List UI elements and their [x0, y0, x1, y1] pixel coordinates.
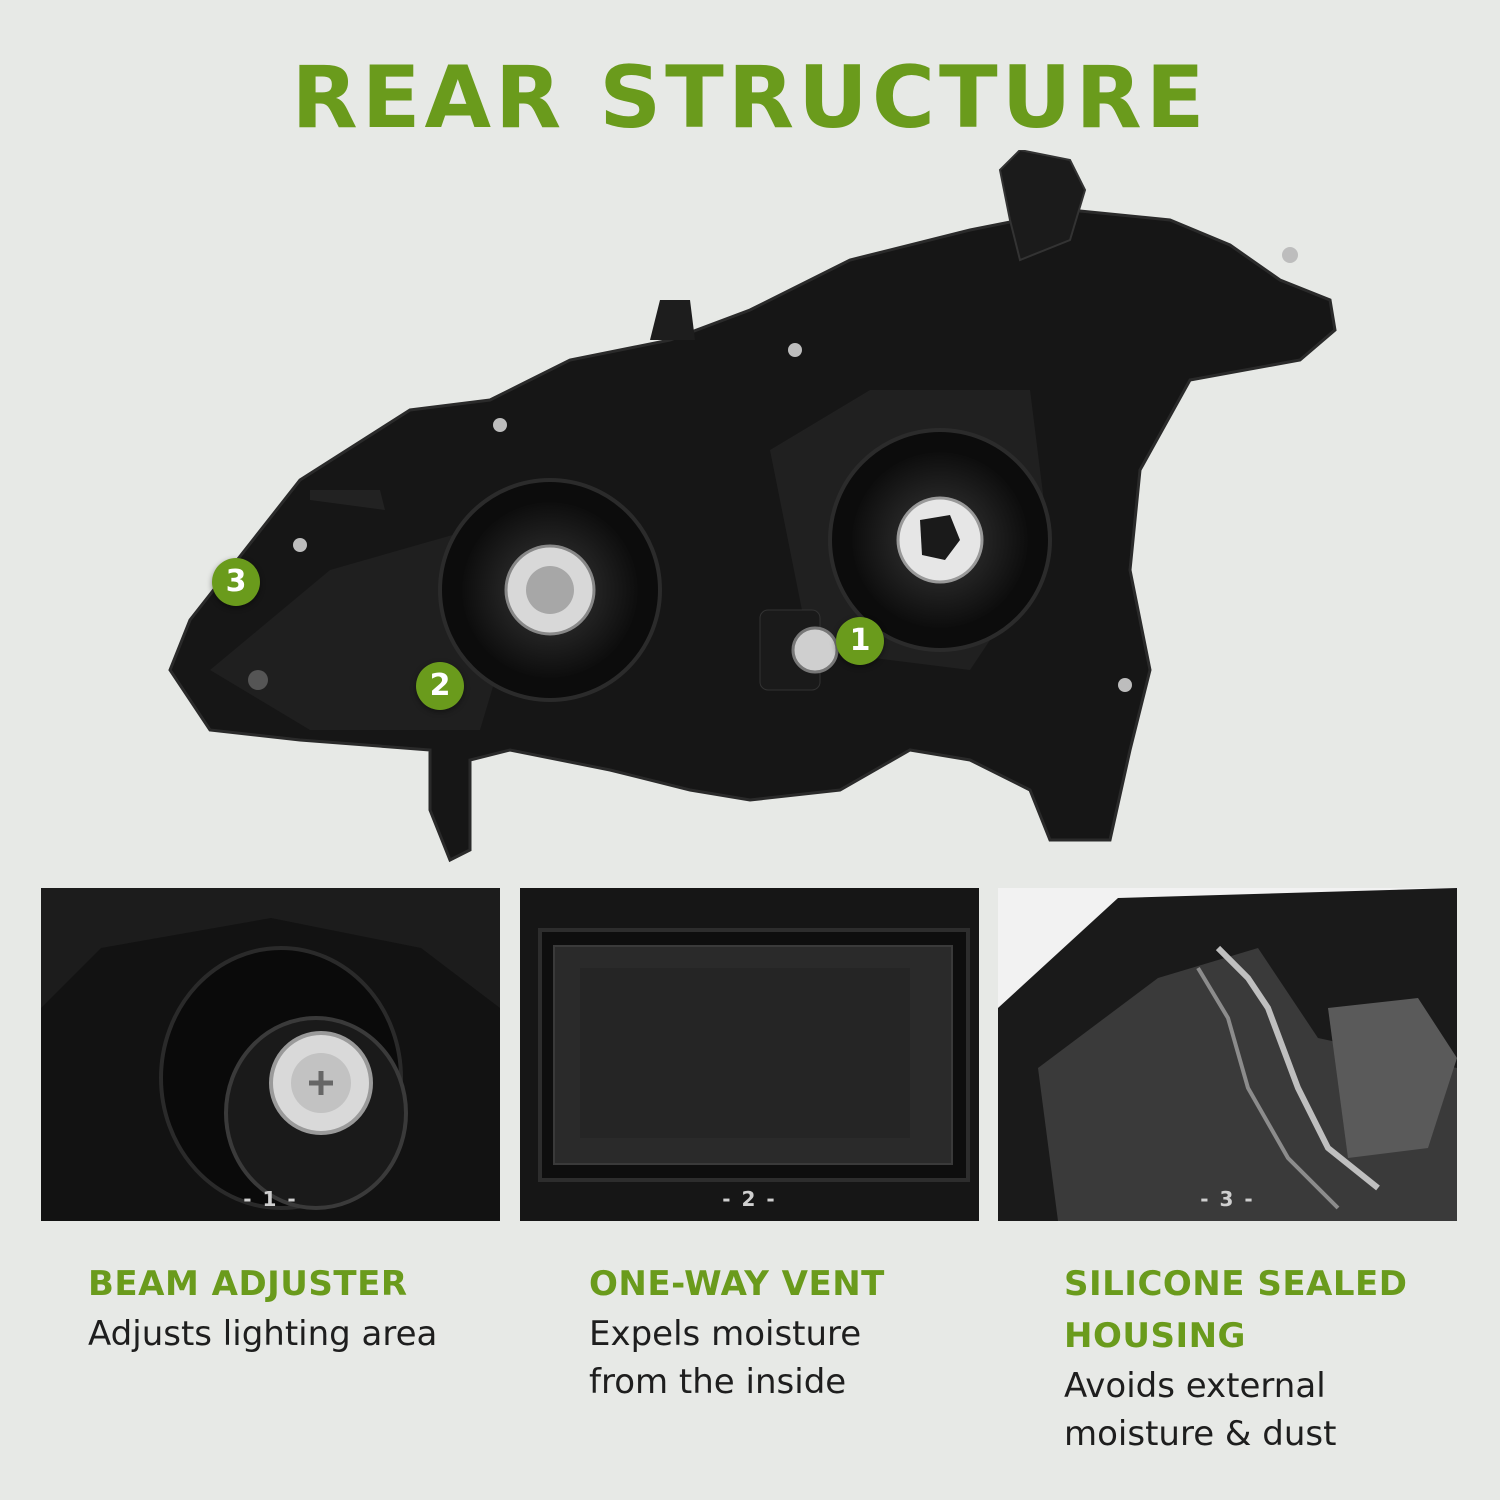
caption-silicone-sealed-housing: SILICONE SEALED HOUSING Avoids external … [1064, 1258, 1407, 1458]
caption-2-desc-line1: Expels moisture [589, 1314, 862, 1354]
caption-beam-adjuster: BEAM ADJUSTER Adjusts lighting area [88, 1258, 437, 1358]
caption-3-title-line1: SILICONE SEALED [1064, 1264, 1408, 1304]
caption-1-desc: Adjusts lighting area [88, 1314, 438, 1354]
caption-3-title-line2: HOUSING [1064, 1316, 1246, 1356]
caption-2-desc-line2: from the inside [589, 1362, 847, 1402]
one-way-vent-closeup: - 2 - [520, 888, 979, 1221]
callout-badge-3: 3 [212, 558, 260, 606]
panel-2-label: - 2 - [722, 1187, 777, 1211]
caption-1-title: BEAM ADJUSTER [88, 1264, 408, 1304]
page-title: REAR STRUCTURE [291, 48, 1209, 148]
beam-adjuster-closeup: - 1 - [41, 888, 500, 1221]
caption-3-desc-line1: Avoids external [1064, 1366, 1326, 1406]
silicone-sealed-housing-closeup: - 3 - [998, 888, 1457, 1221]
caption-3-desc-line2: moisture & dust [1064, 1414, 1337, 1454]
callout-badge-1: 1 [836, 617, 884, 665]
panel-1-label: - 1 - [243, 1187, 298, 1211]
caption-2-title: ONE-WAY VENT [589, 1264, 885, 1304]
caption-one-way-vent: ONE-WAY VENT Expels moisture from the in… [589, 1258, 885, 1406]
callout-badge-2: 2 [416, 662, 464, 710]
panel-3-label: - 3 - [1200, 1187, 1255, 1211]
headlight-rear-image [150, 148, 1370, 870]
